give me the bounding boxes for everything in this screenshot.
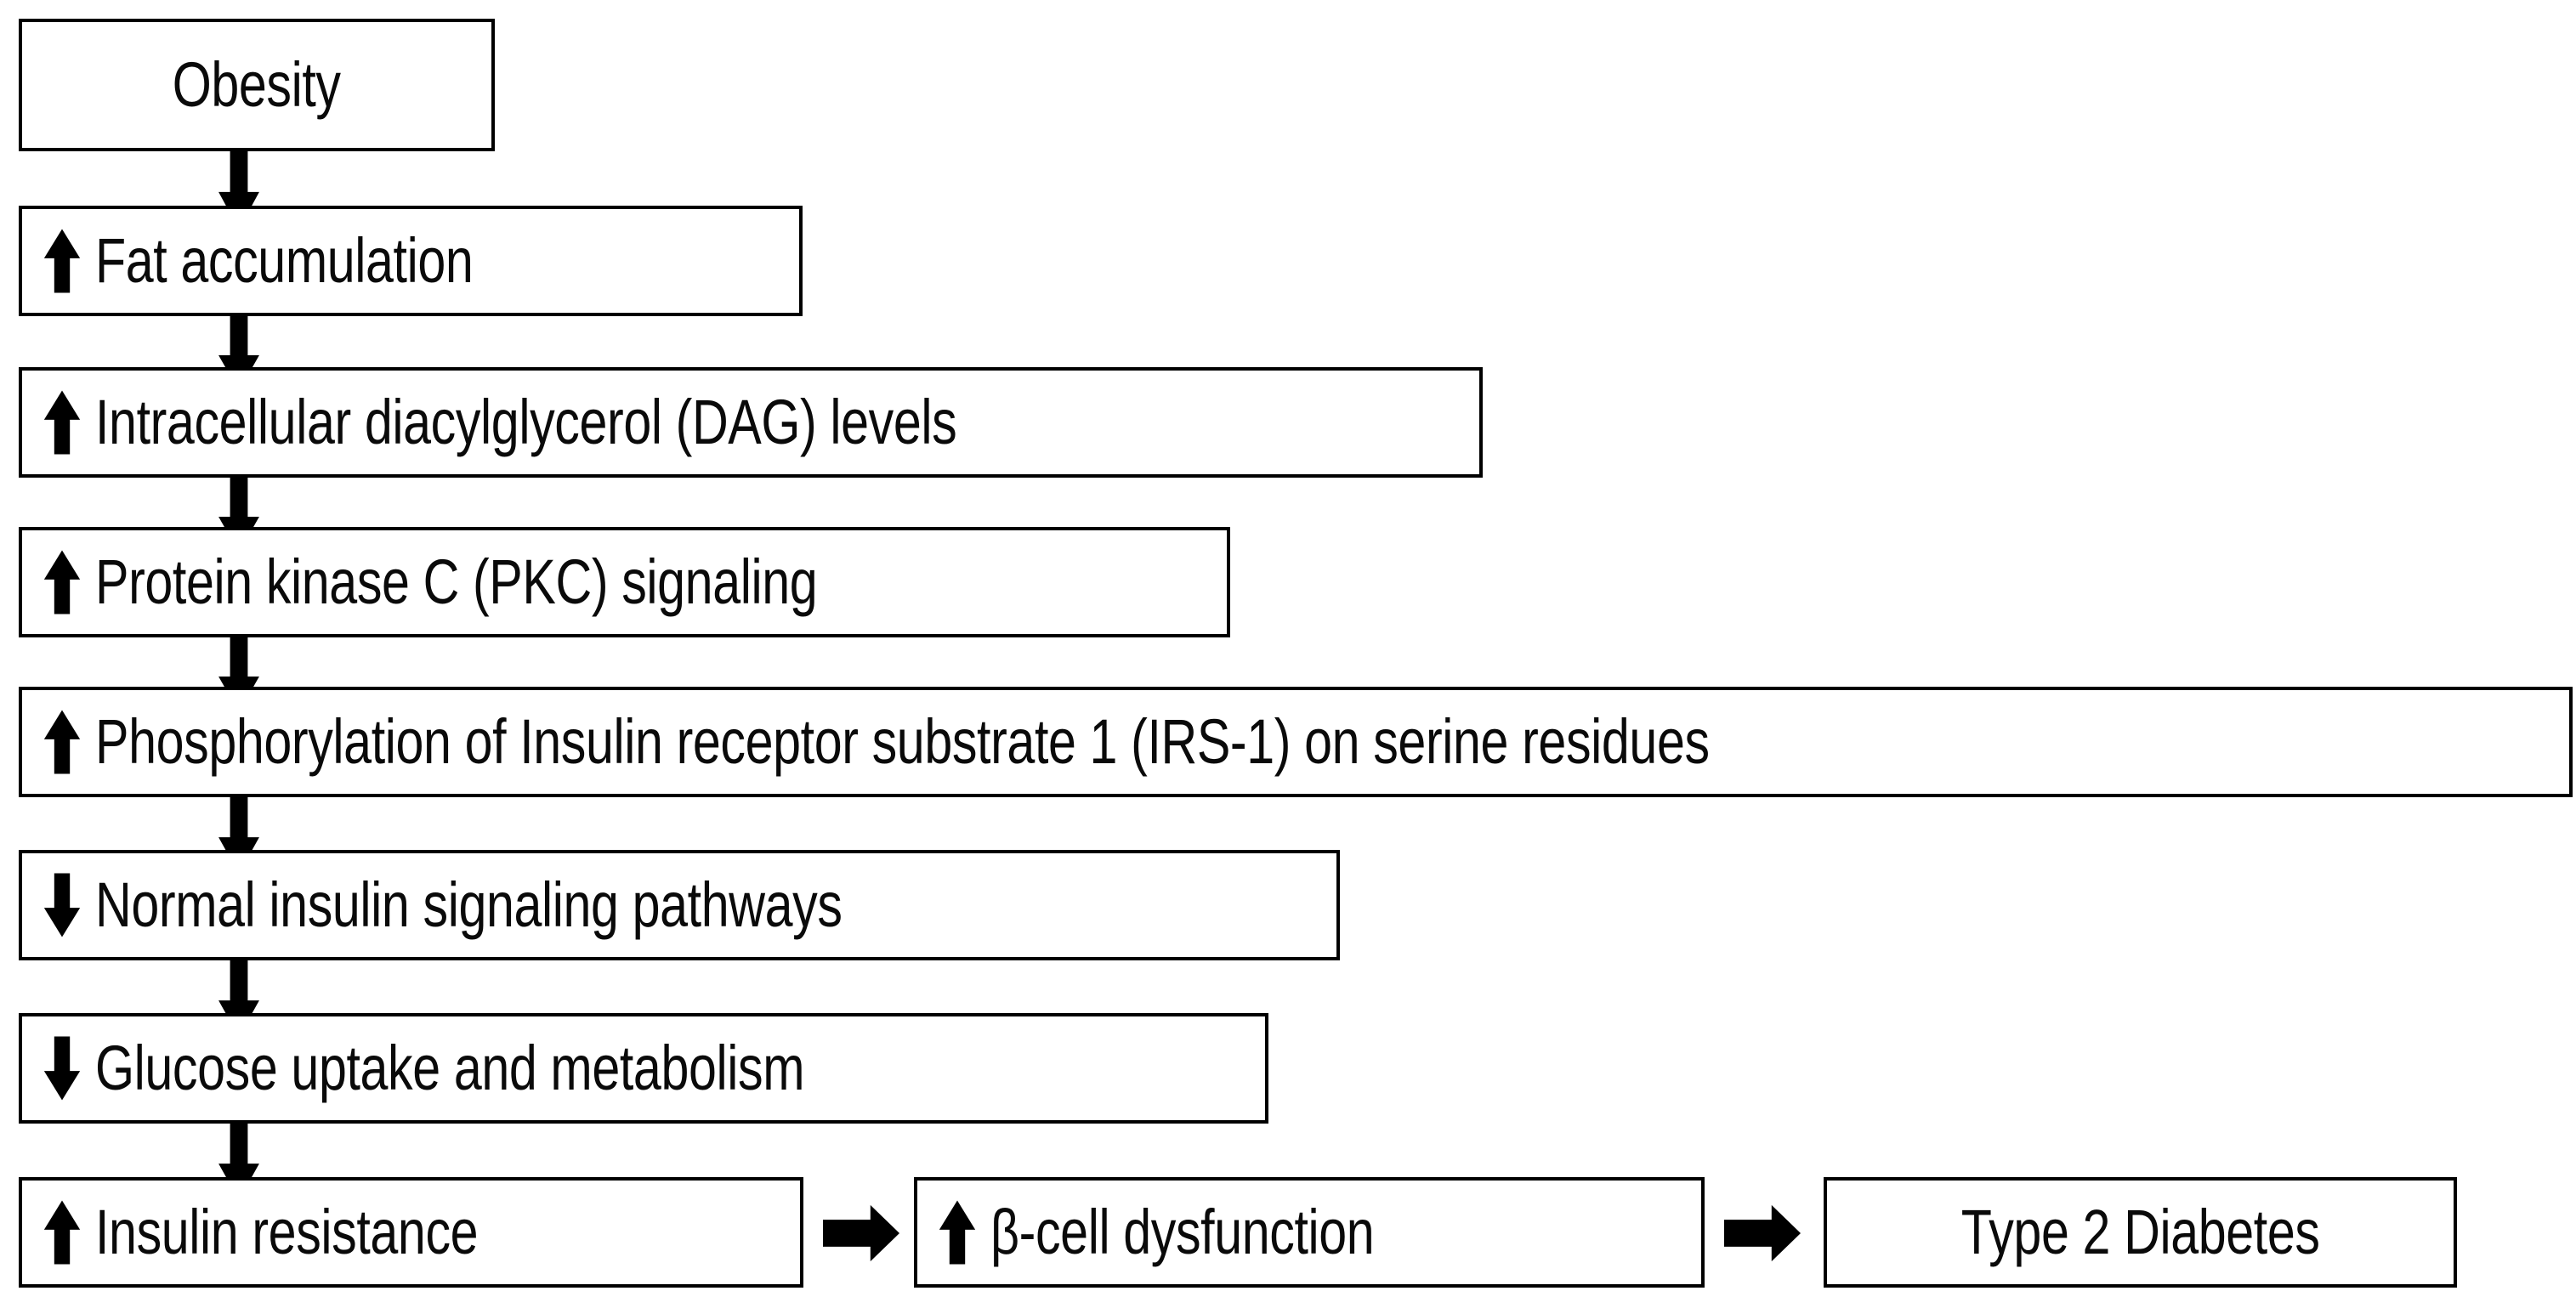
node-fat-accumulation[interactable]: Fat accumulation xyxy=(19,206,803,316)
node-content: Fat accumulation xyxy=(22,228,799,294)
node-label: Normal insulin signaling pathways xyxy=(95,869,843,940)
connector-arrow-right-resistance-to-betacell xyxy=(823,1203,899,1264)
node-glucose-uptake[interactable]: Glucose uptake and metabolism xyxy=(19,1013,1268,1124)
arrow-up-icon xyxy=(938,1199,977,1266)
arrow-down-icon xyxy=(43,1035,82,1101)
arrow-up-icon xyxy=(43,228,82,294)
arrow-up-icon xyxy=(43,389,82,456)
node-content: β-cell dysfunction xyxy=(917,1199,1701,1266)
node-label: Obesity xyxy=(173,49,341,120)
node-label: Phosphorylation of Insulin receptor subs… xyxy=(95,706,1710,777)
arrow-up-icon xyxy=(43,1199,82,1266)
node-label: Intracellular diacylglycerol (DAG) level… xyxy=(95,387,957,457)
node-content: Normal insulin signaling pathways xyxy=(22,872,1336,938)
node-dag-levels[interactable]: Intracellular diacylglycerol (DAG) level… xyxy=(19,367,1483,478)
arrow-up-icon xyxy=(43,709,82,775)
node-content: Intracellular diacylglycerol (DAG) level… xyxy=(22,389,1479,456)
arrow-up-icon xyxy=(43,549,82,615)
node-label: Glucose uptake and metabolism xyxy=(95,1033,805,1103)
arrow-down-icon xyxy=(43,872,82,938)
node-irs1-phosphorylation[interactable]: Phosphorylation of Insulin receptor subs… xyxy=(19,687,2573,797)
node-label: β-cell dysfunction xyxy=(990,1197,1375,1267)
node-pkc-signaling[interactable]: Protein kinase C (PKC) signaling xyxy=(19,527,1230,637)
node-label: Type 2 Diabetes xyxy=(1960,1197,2320,1267)
node-content: Type 2 Diabetes xyxy=(1827,1201,2454,1264)
node-beta-cell-dysfunction[interactable]: β-cell dysfunction xyxy=(914,1177,1705,1288)
connector-arrow-right-betacell-to-diabetes xyxy=(1724,1203,1801,1264)
node-content: Phosphorylation of Insulin receptor subs… xyxy=(22,709,2569,775)
node-content: Obesity xyxy=(22,54,491,116)
node-content: Protein kinase C (PKC) signaling xyxy=(22,549,1227,615)
node-obesity[interactable]: Obesity xyxy=(19,19,495,151)
node-label: Fat accumulation xyxy=(95,225,474,296)
node-insulin-resistance[interactable]: Insulin resistance xyxy=(19,1177,803,1288)
node-label: Insulin resistance xyxy=(95,1197,479,1267)
node-label: Protein kinase C (PKC) signaling xyxy=(95,546,818,617)
node-content: Glucose uptake and metabolism xyxy=(22,1035,1265,1101)
node-content: Insulin resistance xyxy=(22,1199,800,1266)
node-type-2-diabetes[interactable]: Type 2 Diabetes xyxy=(1824,1177,2457,1288)
node-insulin-signaling[interactable]: Normal insulin signaling pathways xyxy=(19,850,1340,960)
